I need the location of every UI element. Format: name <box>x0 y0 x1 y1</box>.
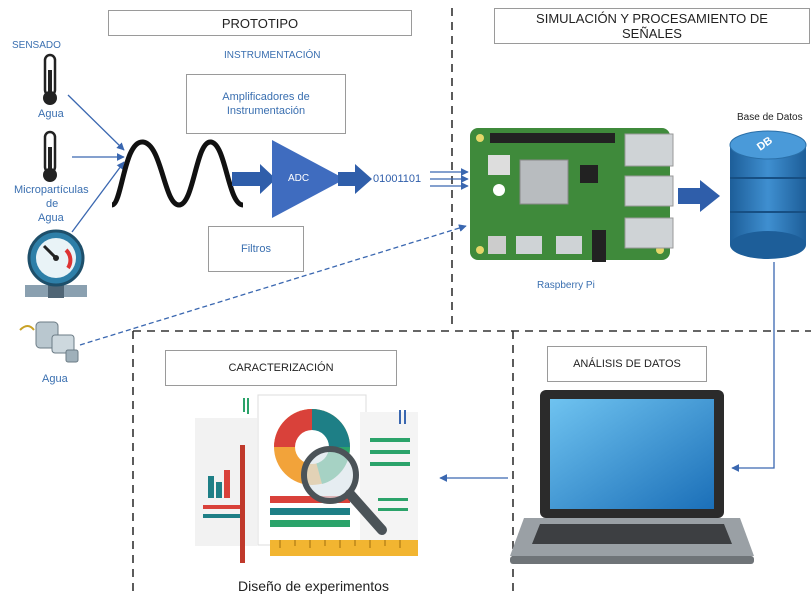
section-title-prototipo: PROTOTIPO <box>108 10 412 36</box>
pressure-gauge-icon <box>25 229 87 298</box>
adc-label: ADC <box>288 173 310 184</box>
instrumentacion-label: INSTRUMENTACIÓN <box>224 50 321 61</box>
section-title-analisis: ANÁLISIS DE DATOS <box>547 346 707 382</box>
thermometer-icon <box>43 53 57 105</box>
data-bus-arrows <box>430 168 469 190</box>
filters-box: Filtros <box>208 226 304 272</box>
microparticulas-de-label: de <box>46 198 59 210</box>
base-de-datos-label: Base de Datos <box>737 112 803 123</box>
raspberry-pi-label: Raspberry Pi <box>537 280 595 291</box>
data-report-illustration <box>195 394 418 563</box>
agua-label-1: Agua <box>38 108 64 120</box>
agua-label-2: Agua <box>42 373 68 385</box>
adc-block <box>272 140 345 218</box>
probe-link-line <box>79 224 467 346</box>
sensado-label: SENSADO <box>12 40 61 51</box>
raspberry-pi-board <box>470 128 674 262</box>
pi-to-db-arrow <box>678 180 720 212</box>
section-title-simulacion: SIMULACIÓN Y PROCESAMIENTO DE SEÑALES <box>494 8 810 44</box>
analog-signal-wave <box>110 139 244 208</box>
diseno-experimentos-label: Diseño de experimentos <box>238 578 389 594</box>
laptop-icon <box>510 390 754 564</box>
section-dividers <box>132 8 811 597</box>
db-to-laptop-line <box>731 262 775 472</box>
amplifier-box: Amplificadores de Instrumentación <box>186 74 346 134</box>
microparticulas-label: Micropartículas <box>14 184 89 196</box>
amplifier-label-line1: Amplificadores de <box>222 91 310 103</box>
sensor-connector-arrows <box>67 94 125 233</box>
signal-arrow <box>232 164 276 194</box>
water-sensor-icon <box>19 321 79 363</box>
adc-output-arrow <box>338 164 372 194</box>
thermometer-icon <box>43 130 57 182</box>
amplifier-label-line2: Instrumentación <box>226 105 306 117</box>
section-title-caracterizacion: CARACTERIZACIÓN <box>165 350 397 386</box>
database-icon <box>729 130 807 259</box>
binary-label: 01001101 <box>373 173 422 185</box>
microparticulas-agua-label: Agua <box>38 212 64 224</box>
